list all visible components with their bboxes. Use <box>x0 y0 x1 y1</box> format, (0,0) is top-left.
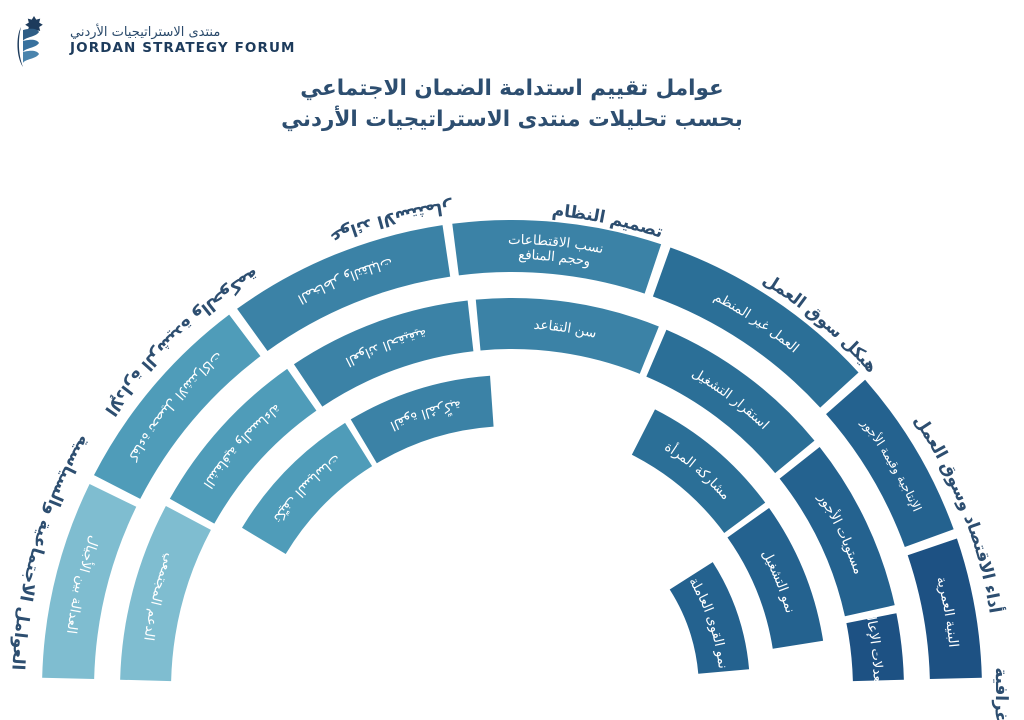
arc-segment <box>631 409 766 533</box>
arc-segment <box>475 297 659 374</box>
arc-segment <box>907 538 982 680</box>
arc-segment <box>846 613 904 682</box>
arc-segment <box>293 300 474 407</box>
arc-segment <box>452 220 662 294</box>
arc-segment <box>779 447 895 617</box>
arc-segment <box>93 314 261 499</box>
arc-segment <box>727 507 824 649</box>
arc-segment <box>241 422 373 555</box>
arc-segment <box>826 379 954 548</box>
arc-segment <box>669 562 750 674</box>
logo-english-text: JORDAN STRATEGY FORUM <box>70 39 296 56</box>
jsf-logo-icon <box>14 10 60 72</box>
arc-segment <box>652 247 859 408</box>
arc-segment <box>237 225 451 351</box>
title-line-2: بحسب تحليلات منتدى الاستراتيجيات الأردني <box>281 106 743 132</box>
arc-segment <box>120 505 211 682</box>
title-line-1: عوامل تقييم استدامة الضمان الاجتماعي <box>300 76 724 101</box>
page-title: عوامل تقييم استدامة الضمان الاجتماعي بحس… <box>0 74 1024 135</box>
jsf-logo-text: منتدى الاستراتيجيات الأردني JORDAN STRAT… <box>70 26 296 56</box>
arc-segments <box>42 220 982 682</box>
logo-arabic-text: منتدى الاستراتيجيات الأردني <box>70 25 221 41</box>
arc-segment <box>646 329 815 474</box>
jsf-logo: منتدى الاستراتيجيات الأردني JORDAN STRAT… <box>14 10 296 72</box>
arc-segment <box>169 368 317 524</box>
arc-segment <box>350 375 494 464</box>
arc-segment <box>42 483 137 680</box>
